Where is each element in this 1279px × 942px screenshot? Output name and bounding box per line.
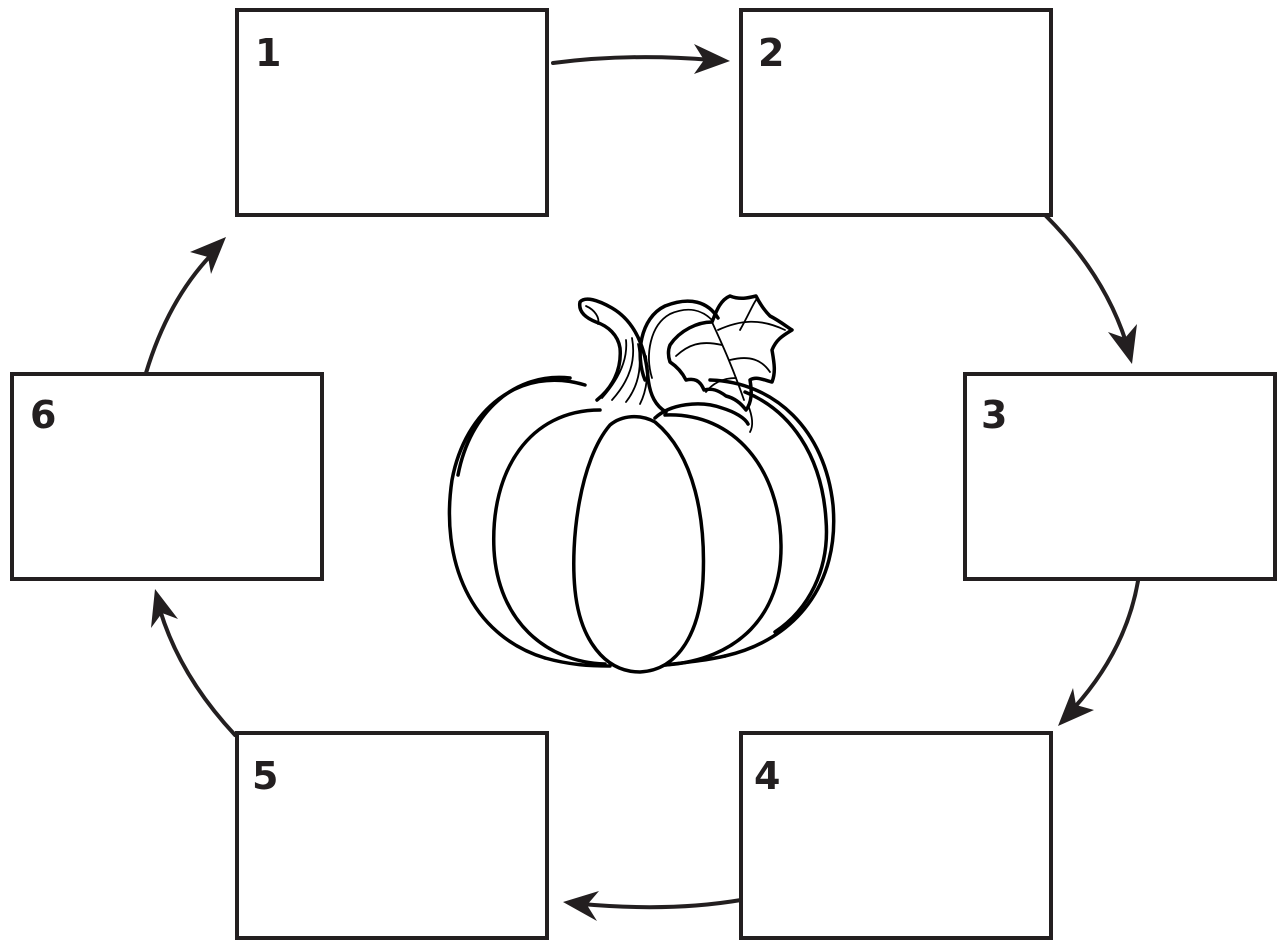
step-1-number: 1 — [255, 31, 281, 75]
step-4-number: 4 — [754, 754, 780, 798]
step-2-number: 2 — [758, 31, 784, 75]
step-5-number: 5 — [252, 754, 278, 798]
step-6: 6 — [12, 374, 322, 579]
pumpkin-illustration — [449, 296, 833, 672]
step-4: 4 — [741, 733, 1051, 938]
arrow-1-to-2 — [553, 44, 730, 74]
step-6-box — [12, 374, 322, 579]
arrow-5-to-6 — [151, 589, 235, 735]
arrow-2-to-3 — [1046, 216, 1137, 364]
step-1: 1 — [237, 10, 547, 215]
arrow-6-to-1 — [146, 237, 226, 373]
step-4-box — [741, 733, 1051, 938]
step-3-box — [965, 374, 1275, 579]
step-2: 2 — [741, 10, 1051, 215]
step-6-number: 6 — [30, 393, 56, 437]
arrow-3-to-4 — [1058, 581, 1138, 726]
step-3-number: 3 — [981, 393, 1007, 437]
arrow-4-to-5 — [563, 891, 741, 921]
step-1-box — [237, 10, 547, 215]
step-5: 5 — [237, 733, 547, 938]
step-3: 3 — [965, 374, 1275, 579]
step-2-box — [741, 10, 1051, 215]
step-5-box — [237, 733, 547, 938]
